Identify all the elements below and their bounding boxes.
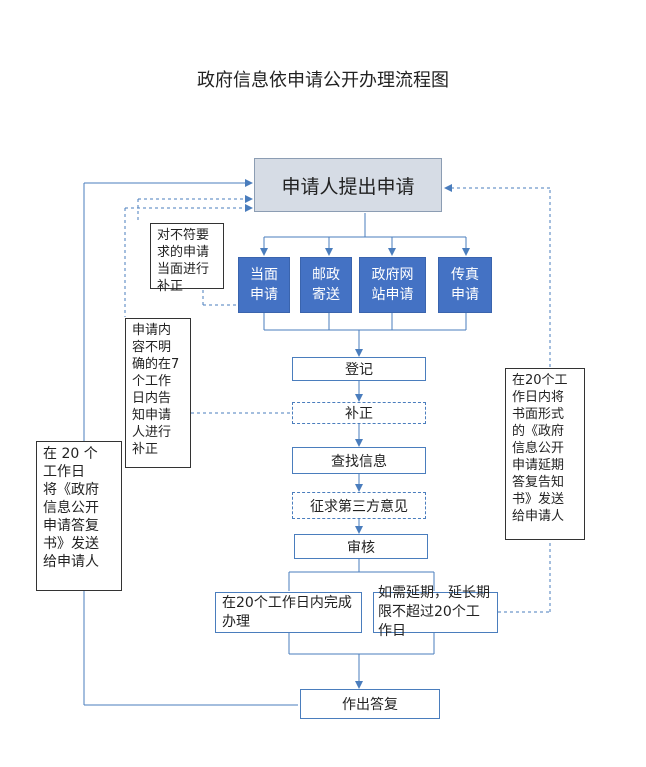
page-title: 政府信息依申请公开办理流程图	[197, 70, 449, 91]
note-unclear-content-correction: 申请内 容不明 确的在7 个工作 日内告 知申请 人进行 补正	[125, 318, 191, 468]
step-third-party-opinion: 征求第三方意见	[292, 492, 426, 519]
channel-website: 政府网 站申请	[359, 257, 426, 313]
channel-in-person: 当面 申请	[238, 257, 290, 313]
start-applicant-submits-box: 申请人提出申请	[254, 158, 442, 212]
step-search-info: 查找信息	[292, 447, 426, 474]
note-in-person-correction: 对不符要 求的申请 当面进行 补正	[150, 223, 224, 294]
channel-fax: 传真 申请	[438, 257, 492, 313]
step-complete-in-20-days: 在20个工作日内完成办理	[215, 592, 362, 633]
step-register: 登记	[292, 357, 426, 381]
note-reply-within-20-days: 在 20 个 工作日 将《政府 信息公开 申请答复 书》发送 给申请人	[36, 441, 122, 591]
note-extension-notice: 在20个工 作日内将 书面形式 的《政府 信息公开 申请延期 答复告知 书》发送…	[505, 368, 585, 540]
step-correction: 补正	[292, 402, 426, 424]
channel-postal: 邮政 寄送	[300, 257, 352, 313]
step-review: 审核	[294, 534, 428, 559]
step-extension: 如需延期，延长期限不超过20个工作日	[373, 585, 498, 639]
step-make-reply: 作出答复	[300, 689, 440, 719]
